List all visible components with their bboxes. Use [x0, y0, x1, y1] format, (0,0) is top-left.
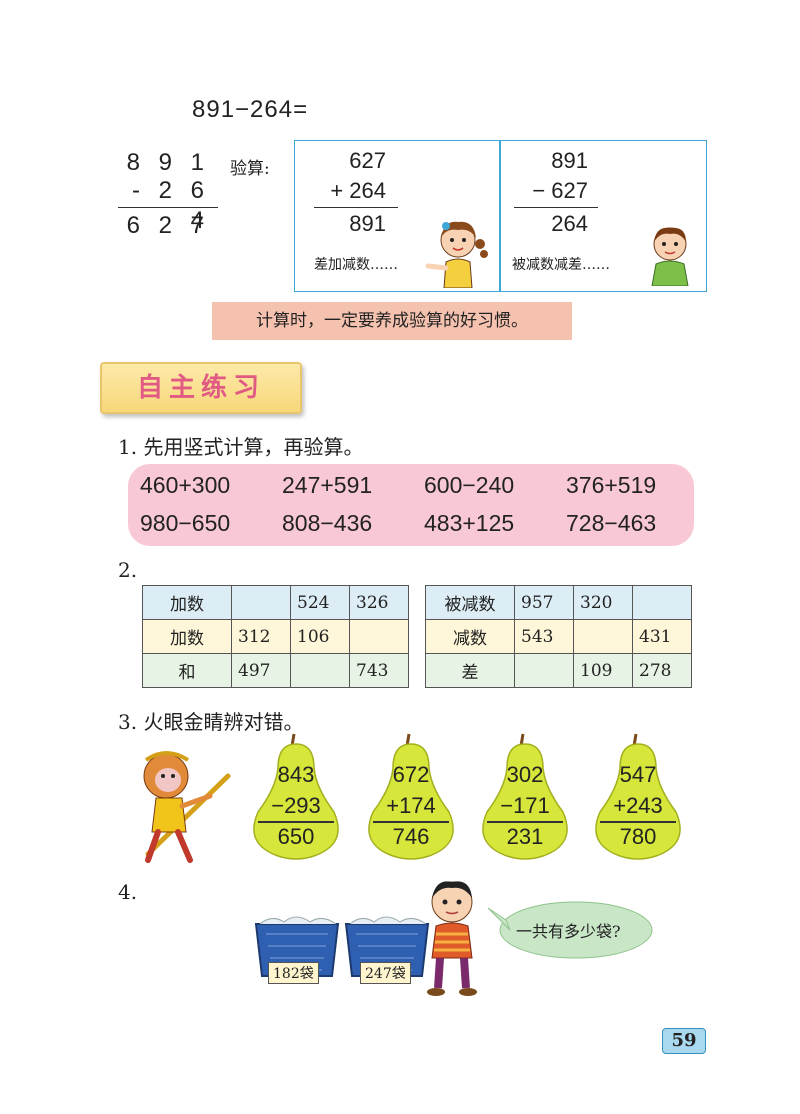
- check-add-rule: [314, 207, 398, 208]
- pear-problem-2: 672 +174 746: [363, 732, 459, 862]
- table-cell[interactable]: 543: [514, 619, 574, 654]
- table-cell[interactable]: 524: [290, 585, 350, 620]
- check-sub-op: − 627: [532, 178, 588, 203]
- page-number: 59: [662, 1028, 706, 1054]
- pear-op: −293: [271, 793, 321, 818]
- table-cell[interactable]: 957: [514, 585, 574, 620]
- check-sub-rule: [514, 207, 598, 208]
- vertical-rule: [118, 207, 218, 208]
- speech-bubble-text: 一共有多少袋?: [516, 922, 621, 941]
- check-add-result: 891: [349, 211, 386, 236]
- check-sub-note: 被减数减差……: [512, 257, 610, 273]
- q1-expr-1: 460+300: [140, 472, 231, 498]
- vertical-top: 8 9 1: [126, 149, 210, 176]
- check-sub-box: [499, 140, 707, 292]
- q1-expr-2: 247+591: [282, 472, 373, 498]
- table-cell[interactable]: [632, 585, 692, 620]
- check-add-box: [294, 140, 501, 292]
- pear-shape: [368, 733, 454, 860]
- vertical-result: 6 2 7: [126, 212, 210, 239]
- table-head: 差: [425, 653, 515, 688]
- table-cell[interactable]: 312: [231, 619, 291, 654]
- monkey-king-illustration: [143, 751, 231, 863]
- table-cell[interactable]: [290, 653, 350, 688]
- pear-result: 746: [392, 824, 430, 849]
- table-row: 加数 312 106: [142, 619, 409, 654]
- table-head: 被减数: [425, 585, 515, 620]
- q1-label: 1. 先用竖式计算，再验算。: [118, 435, 364, 459]
- table-head: 减数: [425, 619, 515, 654]
- pear-problem-1: 843 −293 650: [248, 732, 344, 862]
- pear-top: 547: [619, 762, 657, 787]
- table-cell[interactable]: 278: [632, 653, 692, 688]
- pear-result: 231: [506, 824, 544, 849]
- table-row: 和 497 743: [142, 653, 409, 688]
- q2-label: 2.: [118, 558, 138, 582]
- speech-bubble-shape: [487, 901, 653, 959]
- girl-illustration: [425, 221, 488, 288]
- table-cell[interactable]: 497: [231, 653, 291, 688]
- pear-shape: [482, 733, 568, 860]
- table-cell[interactable]: 431: [632, 619, 692, 654]
- q1-expr-4: 376+519: [566, 472, 657, 498]
- table-cell[interactable]: 320: [573, 585, 633, 620]
- table-head: 和: [142, 653, 232, 688]
- pear-shape: [253, 733, 339, 860]
- pear-problem-3: 302 −171 231: [477, 732, 573, 862]
- addition-table: 加数 524 326 加数 312 106 和 497 743: [142, 585, 409, 688]
- table-cell[interactable]: 109: [573, 653, 633, 688]
- table-row: 减数 543 431: [425, 619, 692, 654]
- example-equation: 891−264=: [192, 96, 309, 123]
- table-row: 加数 524 326: [142, 585, 409, 620]
- pear-result: 650: [277, 824, 315, 849]
- table-row: 差 109 278: [425, 653, 692, 688]
- section-title: 自主练习: [136, 373, 265, 403]
- vertical-subtrahend: - 2 6 4: [131, 177, 210, 234]
- q1-expr-3: 600−240: [424, 472, 515, 498]
- q1-expr-5: 980−650: [140, 510, 231, 536]
- basket-2-label: 247袋: [360, 962, 411, 984]
- pear-top: 672: [392, 762, 430, 787]
- table-row: 被减数 957 320: [425, 585, 692, 620]
- q1-expr-8: 728−463: [566, 510, 657, 536]
- check-sub-result: 264: [551, 211, 588, 236]
- subtraction-table: 被减数 957 320 减数 543 431 差 109 278: [425, 585, 692, 688]
- q1-expr-6: 808−436: [282, 510, 373, 536]
- check-add-top: 627: [349, 148, 386, 173]
- check-label: 验算:: [230, 159, 270, 179]
- table-head: 加数: [142, 585, 232, 620]
- q3-label: 3. 火眼金睛辨对错。: [118, 710, 304, 734]
- q1-expr-7: 483+125: [424, 510, 515, 536]
- pear-problem-4: 547 +243 780: [590, 732, 686, 862]
- section-title-tag: 自主练习: [100, 362, 302, 414]
- q1-expression-panel: [128, 464, 694, 546]
- table-cell[interactable]: [231, 585, 291, 620]
- tip-banner: 计算时，一定要养成验算的好习惯。: [212, 302, 572, 340]
- q4-label: 4.: [118, 880, 138, 904]
- table-cell[interactable]: 743: [349, 653, 409, 688]
- pear-top: 302: [506, 762, 544, 787]
- table-cell[interactable]: [514, 653, 574, 688]
- table-cell[interactable]: 106: [290, 619, 350, 654]
- pear-op: +174: [386, 793, 436, 818]
- pear-top: 843: [277, 762, 315, 787]
- table-cell[interactable]: [349, 619, 409, 654]
- basket-1-label: 182袋: [268, 962, 319, 984]
- pear-op: +243: [613, 793, 663, 818]
- pear-shape: [595, 733, 681, 860]
- table-cell[interactable]: 326: [349, 585, 409, 620]
- check-add-note: 差加减数……: [314, 257, 398, 273]
- pear-result: 780: [619, 824, 657, 849]
- check-add-op: + 264: [330, 178, 386, 203]
- table-head: 加数: [142, 619, 232, 654]
- check-sub-top: 891: [551, 148, 588, 173]
- pear-op: −171: [500, 793, 550, 818]
- boy-illustration: [651, 227, 689, 286]
- table-cell[interactable]: [573, 619, 633, 654]
- boy-thinking-illustration: [427, 881, 477, 996]
